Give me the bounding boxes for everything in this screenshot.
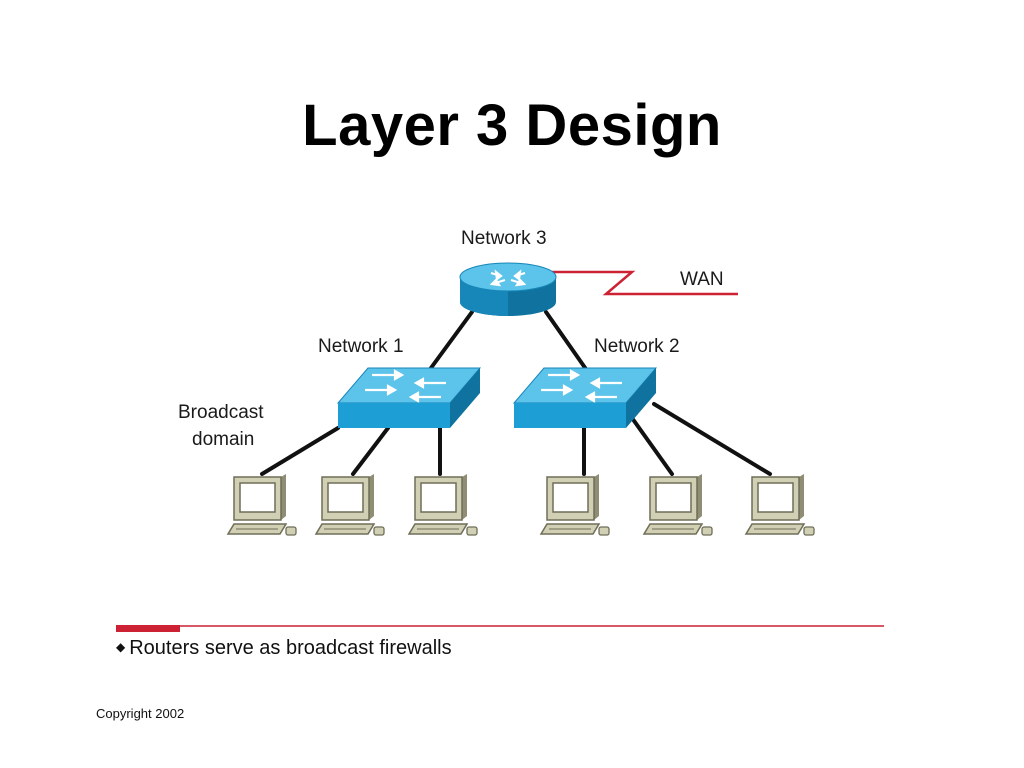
link-router-switch1: [426, 310, 474, 374]
router-icon: [459, 262, 557, 316]
slide-title: Layer 3 Design: [302, 93, 722, 158]
wan-link: [552, 270, 738, 296]
copyright-text: Copyright 2002: [96, 706, 185, 721]
bullet-item: ◆Routers serve as broadcast firewalls: [116, 637, 452, 660]
link-switch1-pc1: [260, 426, 340, 476]
link-switch1-pc2: [351, 426, 390, 476]
bullet-text: Routers serve as broadcast firewalls: [129, 637, 452, 659]
computer-icon: [226, 474, 297, 536]
computer-icon: [744, 474, 815, 536]
link-switch2-pc5: [630, 416, 674, 476]
computer-icon: [642, 474, 713, 536]
router-label: Network 3: [461, 228, 547, 249]
computer-icon: [314, 474, 385, 536]
bullet-marker: ◆: [116, 640, 126, 654]
broadcast-label-line1: Broadcast: [178, 402, 264, 423]
switch-icon: [512, 367, 658, 428]
broadcast-label-line2: domain: [192, 429, 254, 450]
switch-icon: [336, 367, 482, 428]
computer-icon: [407, 474, 478, 536]
computers: [226, 474, 815, 536]
switch1-label: Network 1: [318, 336, 404, 357]
wan-label: WAN: [680, 269, 724, 290]
link-switch2-pc6: [652, 402, 772, 476]
link-router-switch2: [544, 310, 590, 374]
divider-accent-bar: [116, 625, 180, 632]
network-links: [260, 310, 772, 476]
computer-icon: [539, 474, 610, 536]
switch2-label: Network 2: [594, 336, 680, 357]
